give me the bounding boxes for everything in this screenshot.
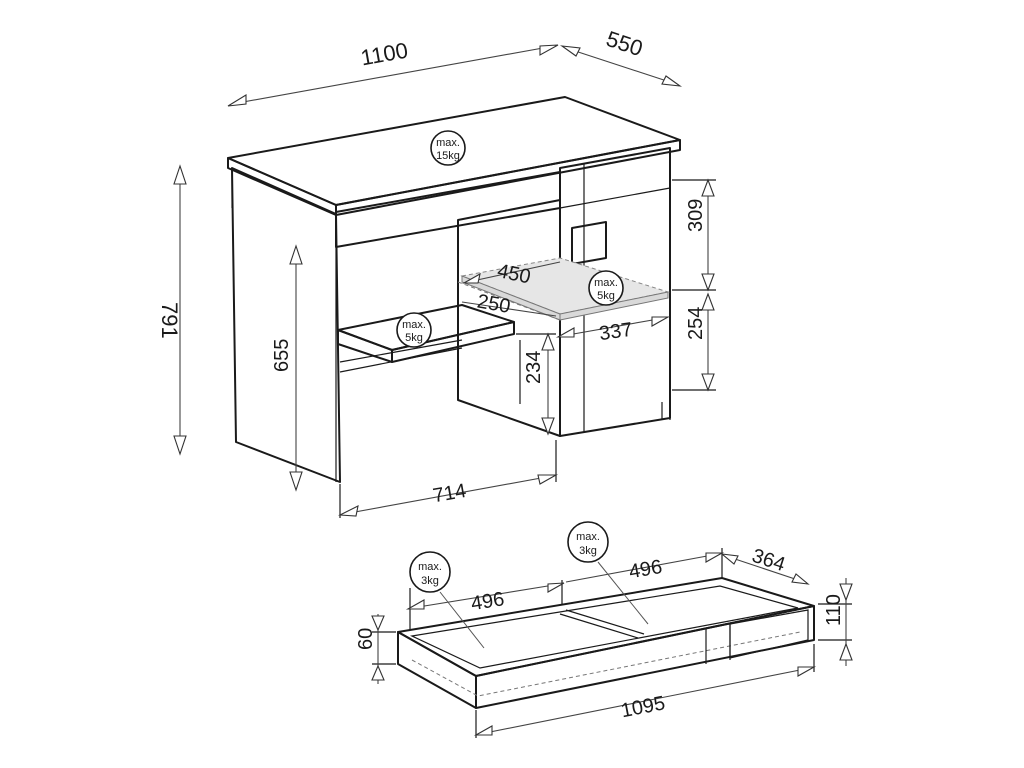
dim-knee-width: 714 bbox=[337, 440, 559, 518]
badge-shelf-load: max. 5kg bbox=[588, 270, 624, 306]
label-upper-height: 309 bbox=[685, 199, 707, 232]
cabinet-handle bbox=[571, 221, 607, 265]
svg-text:5kg: 5kg bbox=[597, 290, 615, 302]
label-drawer-depth: 364 bbox=[749, 545, 788, 576]
label-drawer-height: 110 bbox=[823, 594, 845, 626]
svg-text:3kg: 3kg bbox=[421, 575, 439, 587]
label-keyboard-height: 234 bbox=[523, 351, 545, 384]
drawer-long-side bbox=[475, 605, 815, 709]
dim-drawer-length: 1095 bbox=[473, 644, 817, 738]
badge-drawer-right-load: max. 3kg bbox=[567, 521, 649, 625]
label-desk-width: 1100 bbox=[359, 38, 410, 71]
label-knee-height: 655 bbox=[271, 339, 293, 372]
label-drawer-left-width: 496 bbox=[470, 588, 506, 615]
dim-drawer-inner-height: 60 bbox=[355, 614, 396, 684]
dim-desk-width: 1100 bbox=[227, 38, 559, 107]
cabinet-side bbox=[457, 199, 561, 437]
dim-lower-height: 254 bbox=[672, 292, 716, 392]
dim-desk-height: 791 bbox=[157, 164, 187, 456]
svg-text:max.: max. bbox=[594, 277, 618, 289]
drawer-drawing bbox=[397, 577, 815, 709]
dim-drawer-height: 110 bbox=[818, 578, 853, 666]
svg-text:max.: max. bbox=[436, 137, 460, 149]
label-drawer-inner-height: 60 bbox=[355, 628, 377, 650]
label-knee-width: 714 bbox=[431, 480, 468, 507]
dim-drawer-left-width: 496 bbox=[405, 580, 565, 630]
drawer-rim bbox=[397, 577, 815, 677]
badge-top-load: max. 15kg bbox=[430, 130, 466, 166]
svg-text:max.: max. bbox=[402, 319, 426, 331]
dim-drawer-depth: 364 bbox=[720, 545, 810, 585]
dim-desk-depth: 550 bbox=[559, 26, 683, 87]
svg-text:3kg: 3kg bbox=[579, 545, 597, 557]
label-desk-height: 791 bbox=[157, 302, 182, 339]
dim-knee-height: 655 bbox=[271, 244, 303, 492]
dim-cabinet-inner: 337 bbox=[555, 316, 671, 345]
desk-left-panel bbox=[231, 167, 341, 483]
svg-text:max.: max. bbox=[576, 531, 600, 543]
label-desk-depth: 550 bbox=[603, 26, 646, 61]
svg-text:5kg: 5kg bbox=[405, 332, 423, 344]
dim-upper-height: 309 bbox=[672, 178, 716, 292]
svg-text:max.: max. bbox=[418, 561, 442, 573]
label-drawer-right-width: 496 bbox=[627, 556, 664, 583]
badge-drawer-left-load: max. 3kg bbox=[409, 551, 485, 649]
label-cabinet-inner: 337 bbox=[598, 319, 634, 345]
label-shelf-depth: 250 bbox=[475, 290, 512, 317]
label-lower-height: 254 bbox=[685, 307, 707, 340]
label-drawer-length: 1095 bbox=[619, 692, 667, 722]
badge-keyboard-load: max. 5kg bbox=[396, 312, 432, 348]
dim-keyboard-height: 234 bbox=[516, 332, 556, 436]
svg-text:15kg: 15kg bbox=[436, 150, 460, 162]
